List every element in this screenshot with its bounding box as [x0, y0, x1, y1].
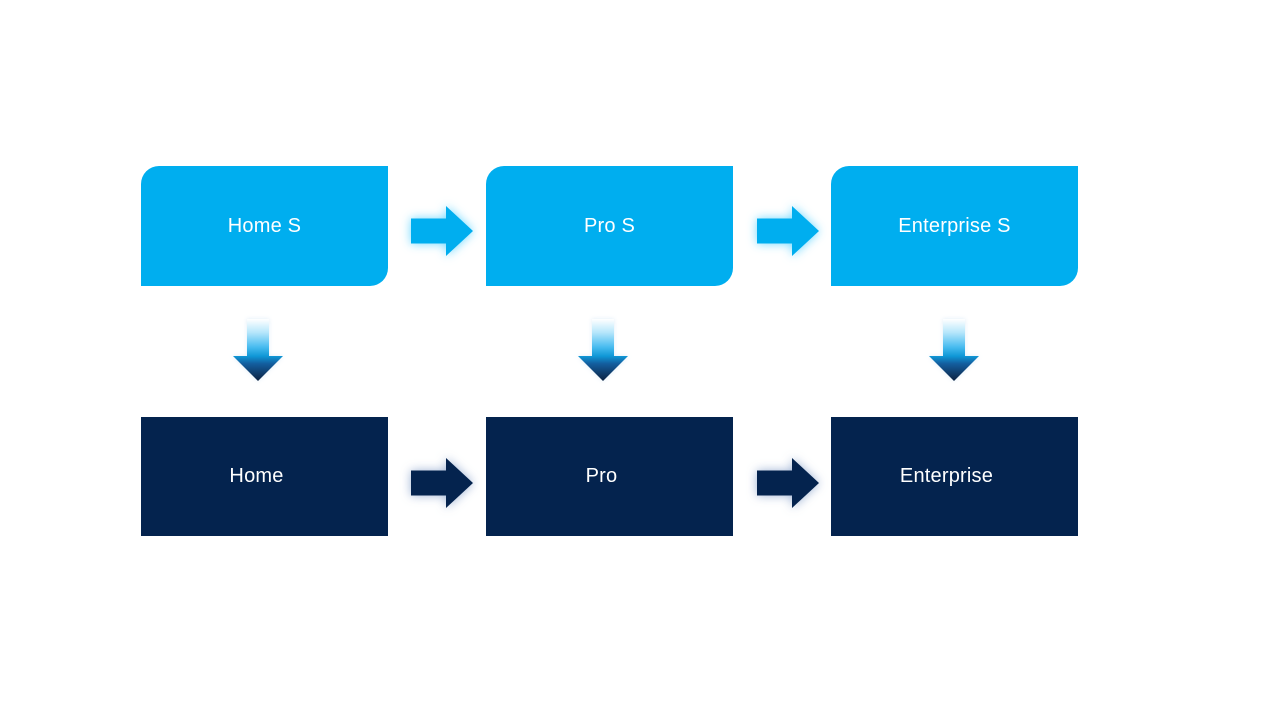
box-label: Pro S [583, 214, 636, 237]
down-arrow-icon [578, 319, 628, 381]
box-pro: Pro [486, 417, 733, 536]
box-enterprise-s: Enterprise S [831, 166, 1078, 286]
box-home-s: Home S [141, 166, 388, 286]
box-label: Pro [585, 465, 618, 487]
box-label: Enterprise [899, 465, 994, 487]
box-label: Enterprise S [898, 214, 1011, 237]
right-arrow-icon [757, 206, 819, 256]
down-arrow-icon [233, 319, 283, 381]
box-pro-s: Pro S [486, 166, 733, 286]
right-arrow-icon [411, 206, 473, 256]
right-arrow-icon [757, 458, 819, 508]
box-label: Home S [227, 214, 302, 237]
right-arrow-icon [411, 458, 473, 508]
box-label: Home [229, 465, 284, 487]
box-home: Home [141, 417, 388, 536]
box-enterprise: Enterprise [831, 417, 1078, 536]
down-arrow-icon [929, 319, 979, 381]
